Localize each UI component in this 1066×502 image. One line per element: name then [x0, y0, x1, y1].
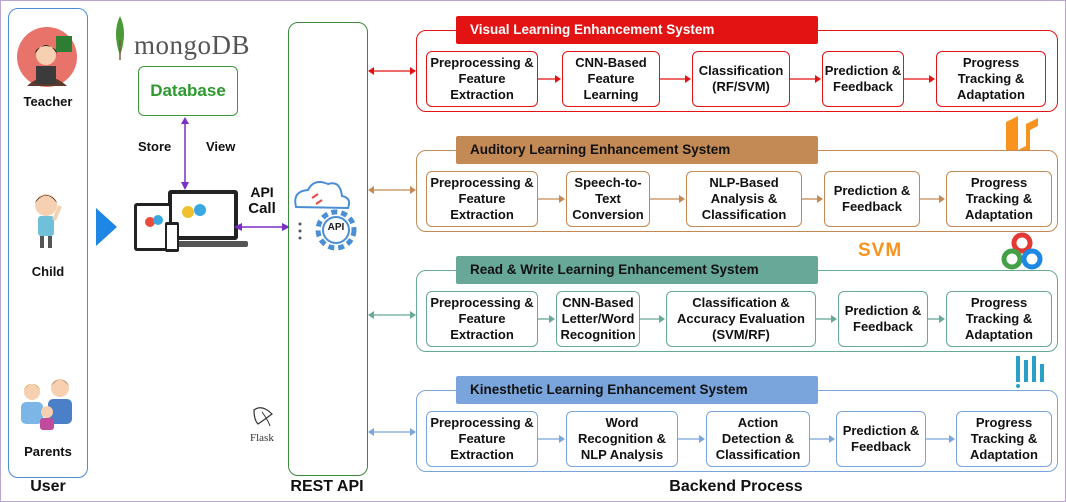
- backend-caption: Backend Process: [669, 478, 803, 495]
- ml-library-logo-icon: [1016, 356, 1044, 388]
- process-step: Progress Tracking & Adaptation: [946, 291, 1052, 347]
- step-arrow-head: [929, 75, 935, 83]
- process-step: Speech-to-Text Conversion: [566, 171, 650, 227]
- process-step: Progress Tracking & Adaptation: [936, 51, 1046, 107]
- kinesthetic-link-arrow: [368, 428, 416, 436]
- process-step: Preprocessing & Feature Extraction: [426, 51, 538, 107]
- process-step: Preprocessing & Feature Extraction: [426, 171, 538, 227]
- process-step: CNN-Based Letter/Word Recognition: [556, 291, 640, 347]
- parents-icon: [21, 379, 72, 430]
- process-step: Preprocessing & Feature Extraction: [426, 411, 538, 467]
- step-arrow-head: [555, 75, 561, 83]
- system-title: Read & Write Learning Enhancement System: [456, 256, 818, 284]
- step-arrow-head: [559, 195, 565, 203]
- tensorflow-logo-icon: [1006, 116, 1038, 158]
- process-step: Action Detection & Classification: [706, 411, 810, 467]
- process-step: Prediction & Feedback: [822, 51, 904, 107]
- store-label: Store: [138, 139, 172, 154]
- flow-triangle-icon: [96, 208, 117, 246]
- mongodb-brand: mongoDB: [134, 30, 251, 60]
- view-label: View: [206, 139, 236, 154]
- step-arrow-head: [699, 435, 705, 443]
- opencv-logo-icon: [1001, 232, 1043, 270]
- process-step: Classification (RF/SVM): [692, 51, 790, 107]
- teacher-label: Teacher: [23, 94, 73, 109]
- flask-logo-icon: [253, 407, 273, 427]
- api-icon-text: API: [327, 222, 345, 233]
- user-panel: [8, 8, 88, 478]
- process-step: Classification & Accuracy Evaluation (SV…: [666, 291, 816, 347]
- step-arrow-head: [949, 435, 955, 443]
- step-arrow-head: [829, 435, 835, 443]
- process-step: NLP-Based Analysis & Classification: [686, 171, 802, 227]
- process-step: Prediction & Feedback: [838, 291, 928, 347]
- auditory-link-arrow: [368, 186, 416, 194]
- step-arrow-head: [559, 435, 565, 443]
- readwrite-link-arrow: [368, 311, 416, 319]
- user-caption: User: [30, 478, 66, 495]
- store-view-arrows: [181, 117, 189, 190]
- api-call-label-line1: API: [250, 184, 274, 200]
- system-title: Kinesthetic Learning Enhancement System: [456, 376, 818, 404]
- svm-logo: SVM: [858, 240, 903, 261]
- step-arrow-head: [679, 195, 685, 203]
- system-title: Auditory Learning Enhancement System: [456, 136, 818, 164]
- rest-api-panel: [288, 22, 368, 476]
- step-arrow-head: [939, 195, 945, 203]
- child-label: Child: [31, 264, 65, 279]
- system-title: Visual Learning Enhancement System: [456, 16, 818, 44]
- process-step: Progress Tracking & Adaptation: [946, 171, 1052, 227]
- process-step: Prediction & Feedback: [836, 411, 926, 467]
- rest-api-caption: REST API: [290, 478, 364, 495]
- process-step: CNN-Based Feature Learning: [562, 51, 660, 107]
- step-arrow-head: [939, 315, 945, 323]
- database-box: Database: [138, 66, 238, 116]
- step-arrow-head: [549, 315, 555, 323]
- mongodb-leaf-icon: [116, 16, 124, 60]
- process-step: Word Recognition & NLP Analysis: [566, 411, 678, 467]
- parents-label: Parents: [24, 444, 72, 459]
- step-arrow-head: [817, 195, 823, 203]
- api-gear-icon: [294, 181, 357, 251]
- flask-label: Flask: [250, 432, 274, 444]
- process-step: Prediction & Feedback: [824, 171, 920, 227]
- process-step: Preprocessing & Feature Extraction: [426, 291, 538, 347]
- step-arrow-head: [831, 315, 837, 323]
- step-arrow-head: [815, 75, 821, 83]
- child-icon: [35, 194, 62, 248]
- step-arrow-head: [685, 75, 691, 83]
- teacher-icon: [17, 27, 77, 87]
- process-step: Progress Tracking & Adaptation: [956, 411, 1052, 467]
- devices-icon: [134, 190, 248, 252]
- visual-link-arrow: [368, 67, 416, 75]
- api-call-label-line2: Call: [248, 200, 276, 217]
- api-call-arrow: [234, 223, 290, 231]
- step-arrow-head: [659, 315, 665, 323]
